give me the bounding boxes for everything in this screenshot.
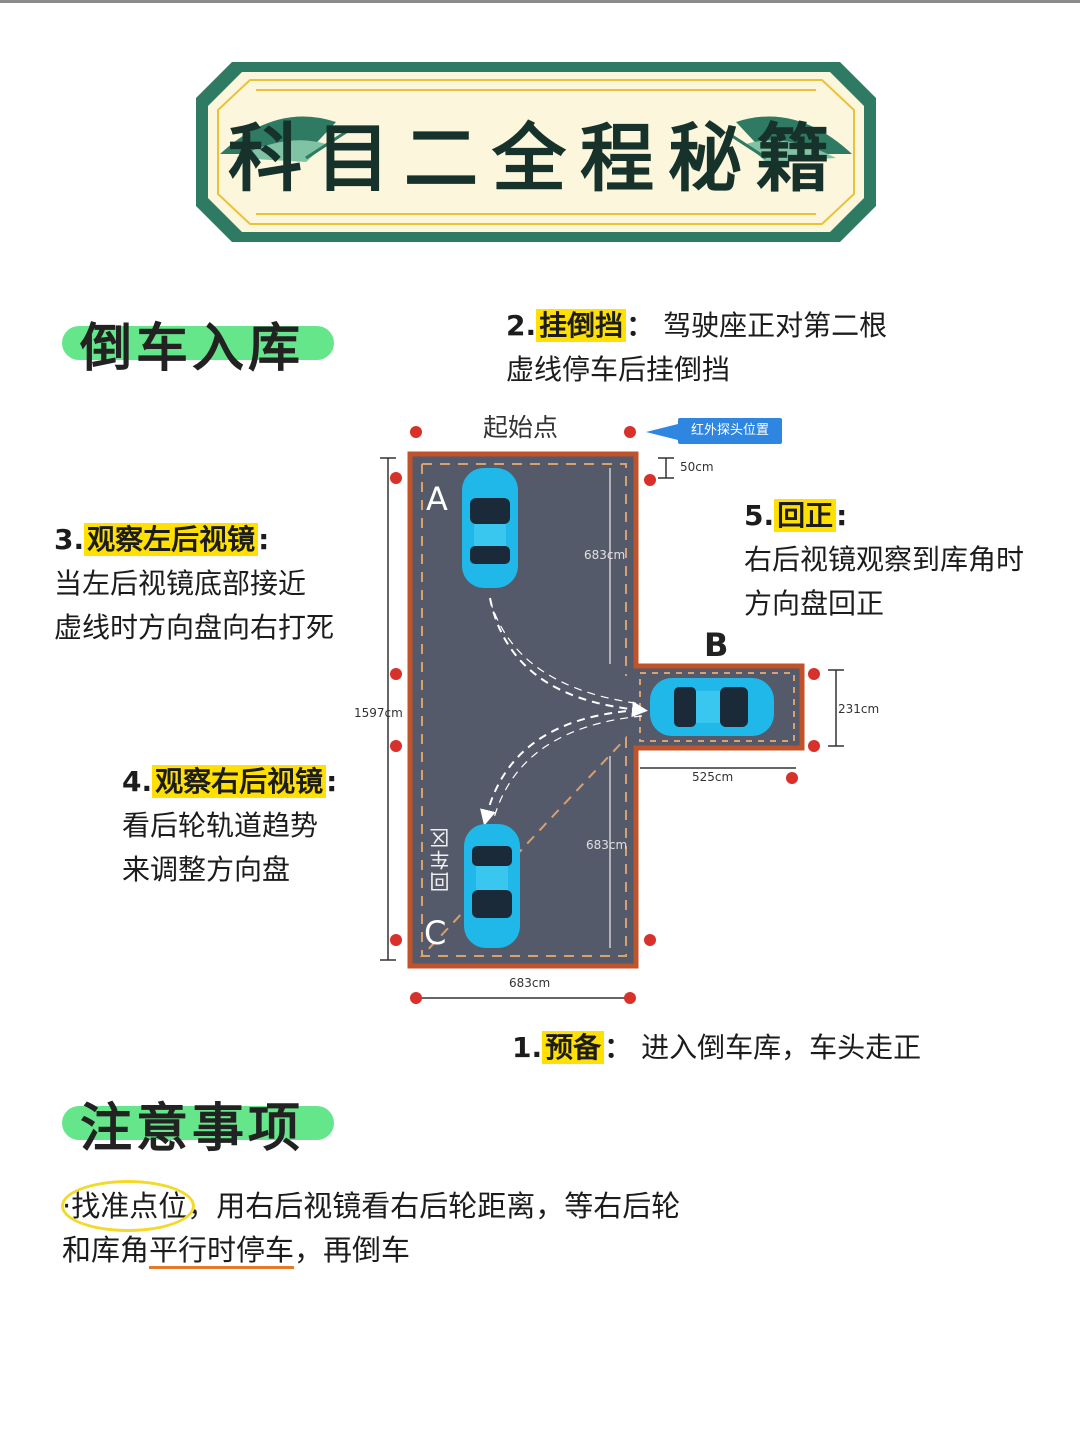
step-5-line-3: 方向盘回正 — [744, 587, 885, 620]
precaution-line-1: ·找准点位，用右后视镜看右后轮距离，等右后轮 — [61, 1180, 680, 1232]
page-title: 科目二全程秘籍 — [228, 115, 844, 202]
return-zone-label: 回车区 — [429, 826, 453, 892]
step-3-highlight: 观察左后视镜 — [84, 523, 259, 556]
step-4-note: 4.观察右后视镜: 看后轮轨道趋势 来调整方向盘 — [122, 760, 337, 892]
precaution-text: ·找准点位，用右后视镜看右后轮距离，等右后轮 和库角平行时停车，再倒车 — [61, 1180, 680, 1272]
step-5-line-2: 右后视镜观察到库角时 — [744, 543, 1025, 576]
step-4-highlight: 观察右后视镜 — [152, 765, 327, 798]
section-title: 注意事项 — [80, 1099, 305, 1159]
title-banner: 科目二全程秘籍 — [196, 62, 876, 242]
point-c-label: C — [424, 914, 447, 952]
width-label: 683cm — [506, 976, 554, 990]
top-gap-label: 50cm — [680, 460, 714, 474]
lower-length-label: 683cm — [586, 838, 628, 852]
parking-lot-svg — [380, 424, 844, 1004]
car-a-icon — [462, 468, 518, 588]
upper-length-label: 683cm — [584, 548, 626, 562]
underlined-keyword: 平行时停车 — [149, 1233, 295, 1267]
trajectory-a-to-b — [489, 597, 648, 718]
boundary-marker-dots — [390, 426, 820, 1004]
car-b-icon — [650, 678, 774, 736]
start-point-label: 起始点 — [483, 413, 559, 442]
garage-width-label: 231cm — [838, 702, 880, 716]
step-1-highlight: 预备 — [542, 1031, 605, 1064]
step-5-line-1: 5.回正: — [744, 499, 848, 532]
step-4-line-1: 4.观察右后视镜: — [122, 765, 338, 798]
right-fan-icon — [725, 116, 852, 162]
step-5-note: 5.回正: 右后视镜观察到库角时 方向盘回正 — [744, 494, 1024, 626]
step-4-line-3: 来调整方向盘 — [122, 853, 291, 886]
point-b-label: B — [704, 626, 729, 664]
step-2-line-2: 虚线停车后挂倒挡 — [506, 353, 731, 386]
step-3-note: 3.观察左后视镜: 当左后视镜底部接近 虚线时方向盘向右打死 — [54, 518, 334, 650]
step-2-line-1: 2.挂倒挡： 驾驶座正对第二根 — [506, 309, 888, 342]
step-3-line-1: 3.观察左后视镜: — [54, 523, 270, 556]
reverse-parking-diagram: 起始点 红外探头位置 50cm 683cm 683cm 1597cm 683cm… — [330, 398, 890, 1018]
sensor-pointer — [646, 424, 678, 440]
step-4-line-2: 看后轮轨道趋势 — [122, 809, 319, 842]
point-a-label: A — [426, 480, 448, 518]
step-3-line-2: 当左后视镜底部接近 — [54, 567, 307, 600]
trajectory-b-to-c — [480, 709, 641, 826]
section-pill — [62, 1106, 334, 1140]
step-5-highlight: 回正 — [774, 499, 837, 532]
car-c-icon — [464, 824, 520, 948]
step-1-note: 1.预备： 进入倒车库，车头走正 — [512, 1026, 921, 1070]
total-length-label: 1597cm — [354, 706, 403, 720]
banner-frame — [196, 62, 876, 242]
sensor-position-tag: 红外探头位置 — [678, 418, 782, 444]
section-title: 倒车入库 — [80, 319, 305, 379]
step-2-highlight: 挂倒挡 — [536, 309, 627, 342]
inner-dashed-boundary — [419, 463, 627, 957]
garage-depth-label: 525cm — [692, 770, 734, 784]
circled-keyword: 找准点位 — [61, 1180, 196, 1232]
top-border-line — [0, 0, 1080, 3]
precaution-line-2: 和库角平行时停车，再倒车 — [62, 1233, 411, 1267]
section-pill — [62, 326, 334, 360]
step-3-line-3: 虚线时方向盘向右打死 — [54, 611, 335, 644]
left-fan-icon — [220, 116, 347, 162]
step-1-line-1: 1.预备： 进入倒车库，车头走正 — [512, 1031, 922, 1064]
step-2-note: 2.挂倒挡： 驾驶座正对第二根 虚线停车后挂倒挡 — [506, 304, 887, 392]
